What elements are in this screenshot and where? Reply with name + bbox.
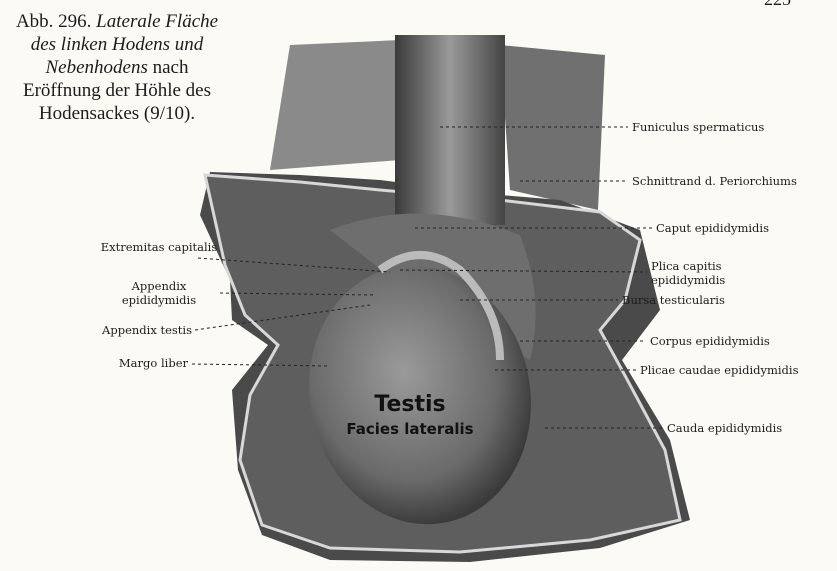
caption-rest: nach Eröffnung der Höhle des Hodensackes [22,57,211,124]
label-cauda-epididymidis: Cauda epididymidis [667,421,783,435]
testis-subtitle: Facies lateralis [346,420,474,438]
figure-number: Abb. 296. [15,11,92,32]
label-extremitas-capitalis: Extremitas capitalis [100,240,218,254]
label-plica-capitis: Plica capitis epididymidis [651,259,726,287]
testis-shape [309,265,531,525]
label-schnittrand: Schnittrand d. Periorchiums [632,174,797,188]
scrotal-skin [270,40,400,170]
leader-lines [191,126,663,429]
label-plicae-caudae: Plicae caudae epididymidis [640,363,799,377]
caption-italic: Laterale Fläche des linken Hodens und Ne… [30,11,219,78]
label-appendix-epididymidis: Appendix epididymidis [121,279,197,307]
label-margo-liber: Margo liber [118,356,188,370]
label-appendix-testis: Appendix testis [102,323,192,337]
caption-scale: (9/10). [143,103,196,124]
figure-caption: Abb. 296. Laterale Fläche des linken Hod… [6,10,228,125]
label-bursa-testicularis: Bursa testicularis [622,293,725,307]
page-number: 225 [764,0,791,10]
spermatic-cord [395,35,505,225]
label-corpus-epididymidis: Corpus epididymidis [650,334,770,348]
label-caput-epididymidis: Caput epididymidis [656,221,769,235]
testis-title: Testis [374,392,446,417]
label-funiculus-spermaticus: Funiculus spermaticus [632,120,765,134]
